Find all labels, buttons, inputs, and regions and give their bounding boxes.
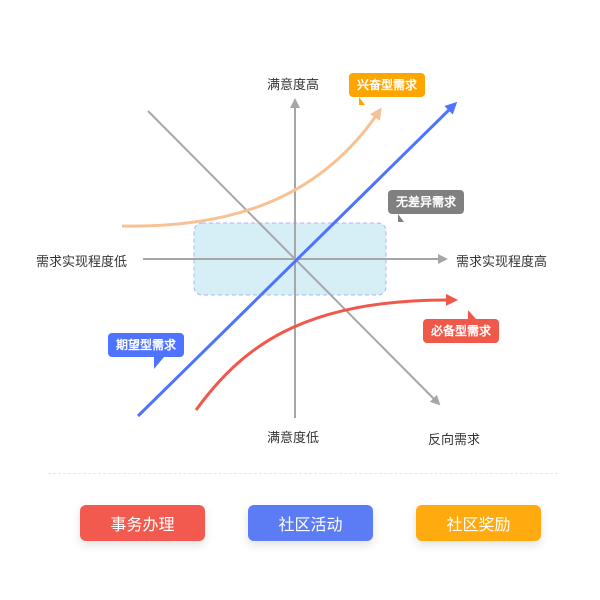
reverse-need-label: 反向需求 — [428, 433, 481, 448]
exciting-need-tag: 兴奋型需求 — [349, 73, 426, 105]
community-reward-button[interactable]: 社区奖励 — [416, 505, 541, 541]
community-activity-button[interactable]: 社区活动 — [248, 505, 373, 541]
axis-left-label: 需求实现程度低 — [36, 255, 128, 270]
axis-right-label: 需求实现程度高 — [456, 255, 548, 270]
must-be-need-curve — [194, 293, 458, 411]
indifferent-need-tag: 无差异需求 — [388, 190, 465, 222]
expected-need-tag: 期望型需求 — [108, 333, 185, 369]
expected-need-line — [136, 101, 458, 418]
exciting-need-curve — [121, 107, 382, 228]
axis-bottom-label: 满意度低 — [267, 431, 320, 446]
reverse-need-line — [147, 110, 441, 406]
must-be-need-tag: 必备型需求 — [423, 310, 500, 343]
affairs-button[interactable]: 事务办理 — [80, 505, 205, 541]
axis-top-label: 满意度高 — [267, 78, 320, 93]
divider — [48, 473, 558, 474]
